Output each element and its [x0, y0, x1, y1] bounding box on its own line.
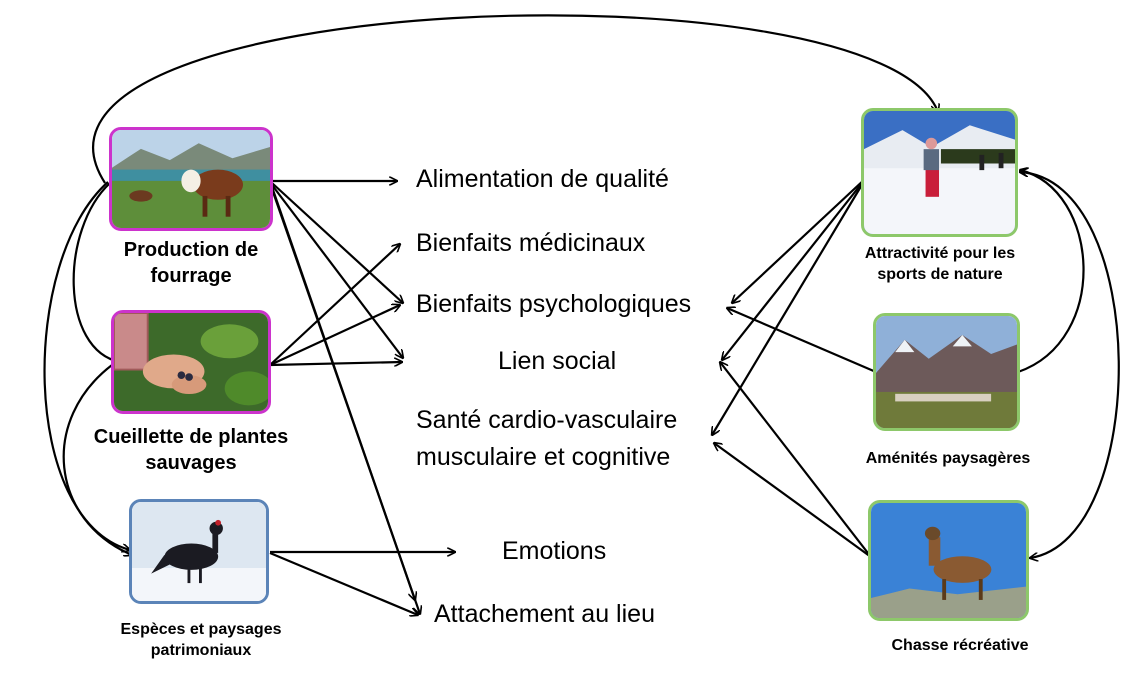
arrow-cueillette-to-liensocial: [269, 362, 402, 365]
arrow-fourrage-to-psychologiques: [271, 182, 403, 303]
benefit-psychologiques: Bienfaits psychologiques: [416, 290, 692, 318]
amenites-photo: [873, 313, 1020, 431]
arrow-fourrage-to-liensocial: [271, 184, 403, 358]
arrow-sports-to-chasse: [1020, 172, 1120, 558]
arrow-sports-to-sante: [712, 177, 867, 435]
benefit-attachement: Attachement au lieu: [434, 600, 655, 628]
benefit-alimentation: Alimentation de qualité: [416, 165, 669, 193]
arrow-fourrage-to-sports: [92, 14, 938, 184]
fourrage-label: Production de fourrage: [123, 239, 259, 287]
arrow-fourrage-to-attachement: [270, 188, 420, 614]
arrow-sports-to-liensocial: [722, 177, 867, 360]
sports-label: Attractivité pour les sports de nature: [864, 245, 1016, 283]
especes-label: Espèces et paysages patrimoniaux: [120, 621, 282, 659]
arrow-chasse-to-sante: [714, 443, 872, 558]
arrow-sports-to-psychologiques: [732, 177, 867, 303]
arrow-amenites-to-sports: [1017, 170, 1085, 374]
arrow-fourrage-to-cueillette: [72, 182, 120, 362]
benefit-lien-social: Lien social: [498, 347, 617, 375]
benefit-sante-line2: musculaire et cognitive: [416, 443, 671, 471]
cueillette-photo: [111, 310, 271, 414]
chasse-label: Chasse récréative: [891, 637, 1029, 654]
benefit-sante-line1: Santé cardio-vasculaire: [416, 406, 678, 434]
arrow-chasse-to-liensocial: [720, 362, 872, 558]
benefit-emotions: Emotions: [502, 537, 607, 565]
fourrage-photo: [109, 127, 273, 231]
especes-photo: [129, 499, 269, 604]
arrow-amenites-to-psychologiques: [727, 308, 877, 374]
chasse-photo: [868, 500, 1029, 621]
benefit-medicinaux: Bienfaits médicinaux: [416, 229, 646, 257]
arrow-especes-to-attachement: [269, 551, 418, 615]
sports-photo: [861, 108, 1018, 237]
arrow-cueillette-to-especes: [62, 364, 132, 555]
cueillette-label: Cueillette de plantes sauvages: [93, 426, 289, 474]
amenites-label: Aménités paysagères: [865, 450, 1031, 467]
arrow-cueillette-to-psychologiques: [269, 305, 400, 366]
arrow-cueillette-to-medicinaux: [269, 244, 400, 366]
